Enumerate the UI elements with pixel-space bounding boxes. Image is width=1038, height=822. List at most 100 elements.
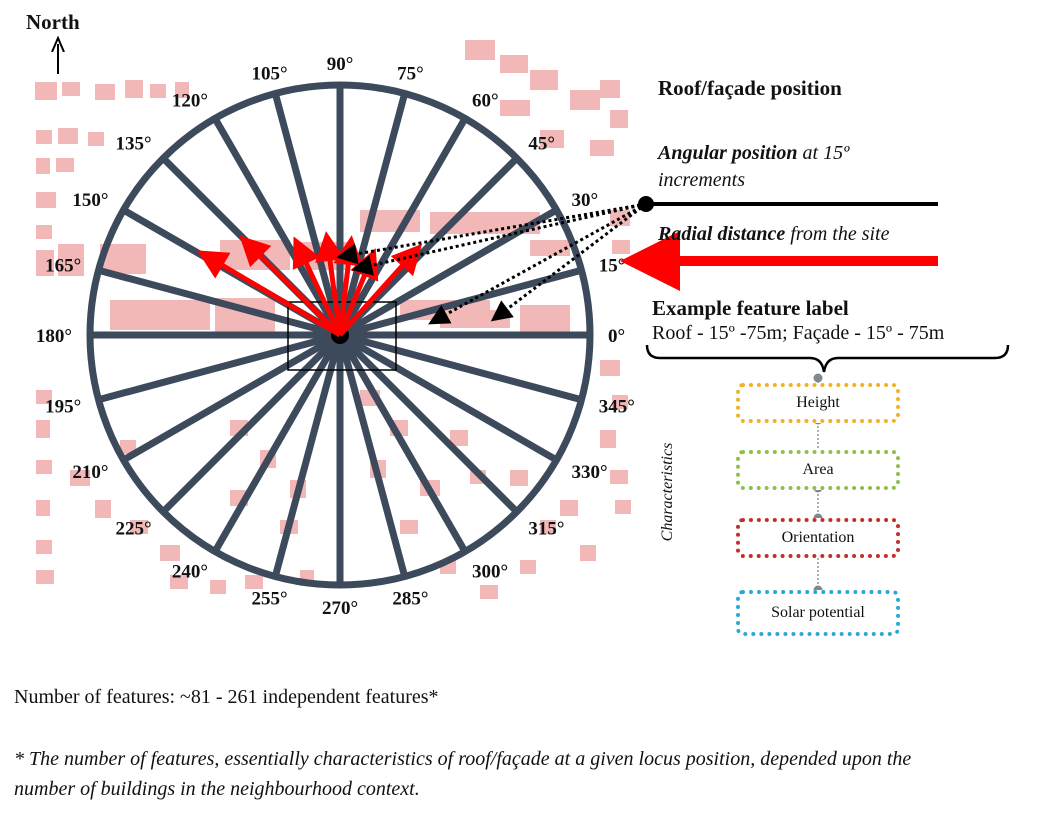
angle-label-345: 345°: [599, 396, 635, 417]
footnote: * The number of features, essentially ch…: [14, 748, 912, 800]
angular-line2: increments: [658, 169, 746, 191]
building-70: [520, 560, 536, 574]
angle-label-300: 300°: [472, 562, 508, 583]
building-31: [610, 110, 628, 128]
example-brace: [645, 344, 1010, 373]
angle-label-0: 0°: [608, 326, 625, 347]
red-arrow-6: [338, 243, 423, 337]
building-33: [540, 130, 564, 148]
characteristic-area: Area: [736, 450, 900, 490]
building-35: [36, 390, 52, 404]
building-13: [36, 250, 54, 276]
building-72: [612, 240, 630, 254]
building-9: [36, 158, 50, 174]
red-arrow-2: [292, 236, 343, 337]
building-44: [160, 545, 180, 561]
building-58: [510, 470, 528, 486]
building-10: [56, 158, 74, 172]
angle-label-315: 315°: [528, 518, 564, 539]
angle-label-225: 225°: [116, 518, 152, 539]
angle-label-60: 60°: [472, 90, 499, 111]
angle-label-90: 90°: [327, 54, 354, 75]
building-6: [36, 130, 52, 144]
building-30: [600, 80, 620, 98]
building-27: [500, 55, 528, 73]
north-label: North: [26, 10, 80, 34]
example-title: Example feature label: [652, 296, 849, 320]
spoke-330: [338, 331, 559, 464]
building-14: [58, 244, 84, 276]
building-1: [62, 82, 80, 96]
building-43: [130, 520, 148, 534]
angle-label-180: 180°: [36, 326, 72, 347]
spoke-165: [97, 266, 341, 339]
building-41: [70, 470, 90, 486]
spoke-240: [211, 333, 344, 554]
spoke-60: [336, 116, 469, 337]
legend-graphics: [58, 44, 1010, 595]
building-25: [530, 240, 570, 256]
example-value: Roof - 15º -75m; Façade - 15º - 75m: [652, 322, 945, 344]
spoke-300: [336, 333, 469, 554]
building-62: [610, 470, 628, 484]
building-32: [500, 100, 530, 116]
radial-bold: Radial distance: [658, 223, 786, 245]
building-66: [245, 575, 263, 589]
building-5: [175, 82, 189, 98]
building-11: [36, 192, 56, 208]
building-18: [110, 300, 210, 330]
building-0: [35, 82, 57, 100]
legend-title: Roof/façade position: [658, 76, 842, 100]
red-arrow-0: [197, 250, 342, 338]
building-55: [400, 520, 418, 534]
angle-label-210: 210°: [72, 462, 108, 483]
building-4: [150, 84, 166, 98]
building-71: [610, 210, 630, 226]
building-65: [210, 580, 226, 594]
characteristic-orientation: Orientation: [736, 518, 900, 558]
building-3: [125, 80, 143, 98]
legend-radial-distance: Radial distance from the site: [658, 223, 889, 246]
angle-label-195: 195°: [45, 396, 81, 417]
angle-label-285: 285°: [392, 589, 428, 610]
building-45: [120, 440, 136, 454]
building-26: [465, 40, 495, 60]
red-arrow-3: [315, 231, 345, 336]
angle-label-120: 120°: [172, 90, 208, 111]
building-29: [570, 90, 600, 110]
number-of-features: Number of features: ~81 - 261 independen…: [14, 686, 439, 708]
angle-label-330: 330°: [572, 462, 608, 483]
building-39: [36, 540, 52, 554]
building-56: [450, 430, 468, 446]
angle-label-105: 105°: [252, 63, 288, 84]
spoke-195: [97, 331, 341, 404]
spoke-120: [211, 116, 344, 337]
spoke-225: [160, 332, 343, 515]
characteristics-axis-label: Characteristics: [659, 442, 676, 542]
building-22: [520, 305, 570, 333]
spoke-105: [271, 92, 344, 336]
building-28: [530, 70, 558, 90]
angle-label-135: 135°: [116, 134, 152, 155]
angle-label-15: 15°: [599, 256, 626, 277]
spoke-285: [336, 334, 409, 578]
spoke-255: [271, 334, 344, 578]
dotted-line-3: [490, 202, 647, 322]
angle-label-75: 75°: [397, 63, 424, 84]
angular-wheel: [86, 81, 594, 589]
angle-label-45: 45°: [528, 134, 555, 155]
dotted-line-2: [428, 202, 647, 325]
angle-label-255: 255°: [252, 589, 288, 610]
feature-arrows: [197, 202, 647, 338]
building-16: [220, 240, 290, 270]
building-75: [615, 500, 631, 514]
spoke-15: [339, 266, 583, 339]
building-61: [600, 430, 616, 448]
building-73: [600, 360, 620, 376]
angular-rest: at 15º: [797, 142, 850, 164]
radial-rest: from the site: [785, 223, 890, 245]
building-8: [88, 132, 104, 146]
building-64: [170, 575, 188, 589]
building-59: [540, 520, 556, 534]
